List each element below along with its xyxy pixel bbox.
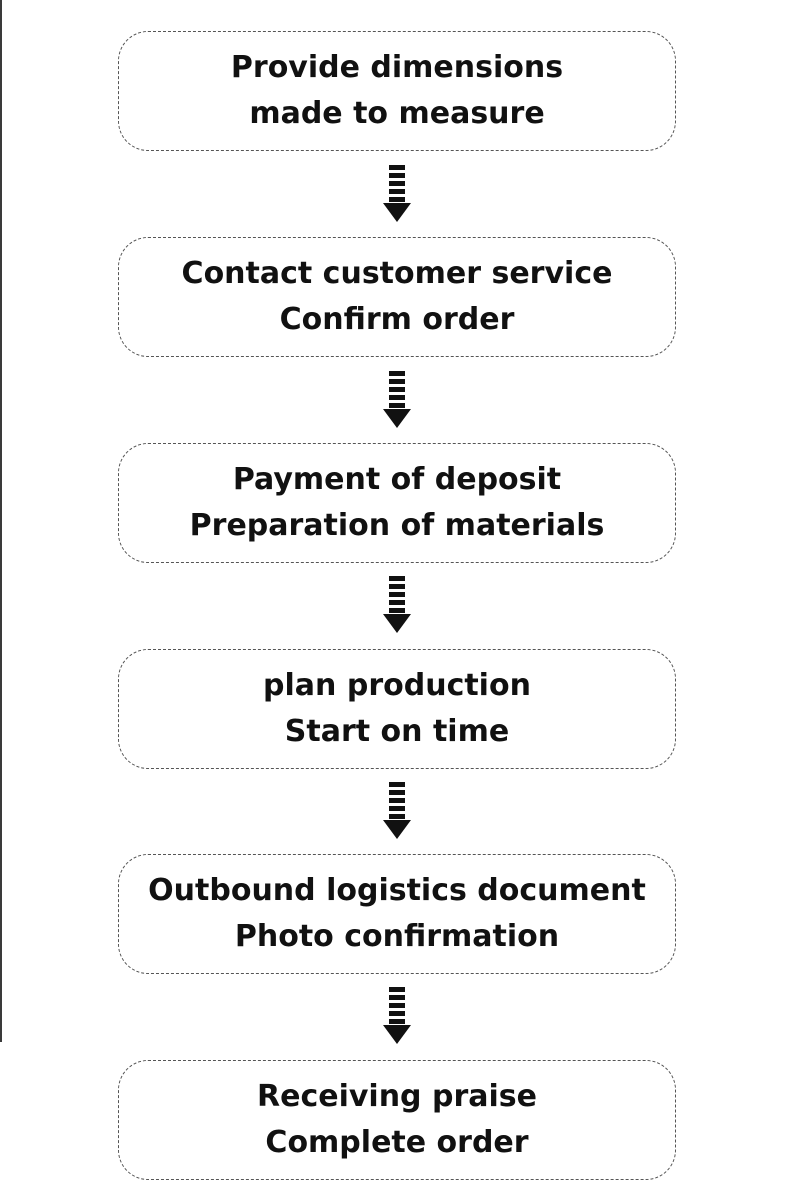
step-1-box: Provide dimensions made to measure: [118, 31, 676, 151]
step-3-line-1: Payment of deposit: [232, 462, 562, 497]
dashed-down-arrow-icon: [383, 782, 411, 839]
dashed-down-arrow-icon: [383, 987, 411, 1044]
left-border-line: [0, 0, 2, 1042]
step-5-box: Outbound logistics document Photo confir…: [118, 854, 676, 974]
step-4-line-1: plan production: [263, 668, 531, 703]
step-2-box: Contact customer service Confirm order: [118, 237, 676, 357]
step-1-line-1: Provide dimensions: [230, 50, 564, 85]
step-6-box: Receiving praise Complete order: [118, 1060, 676, 1180]
dashed-down-arrow-icon: [383, 576, 411, 633]
step-5-line-2: Photo confirmation: [234, 919, 560, 954]
step-4-box: plan production Start on time: [118, 649, 676, 769]
step-6-line-1: Receiving praise: [257, 1079, 537, 1114]
step-1-line-2: made to measure: [249, 96, 545, 131]
step-3-box: Payment of deposit Preparation of materi…: [118, 443, 676, 563]
step-5-line-1: Outbound logistics document: [148, 873, 646, 908]
step-3-line-2: Preparation of materials: [189, 508, 605, 543]
step-6-line-2: Complete order: [265, 1125, 529, 1160]
step-4-line-2: Start on time: [284, 714, 510, 749]
step-2-line-1: Contact customer service: [181, 256, 613, 291]
step-2-line-2: Confirm order: [279, 302, 515, 337]
dashed-down-arrow-icon: [383, 165, 411, 222]
dashed-down-arrow-icon: [383, 371, 411, 428]
